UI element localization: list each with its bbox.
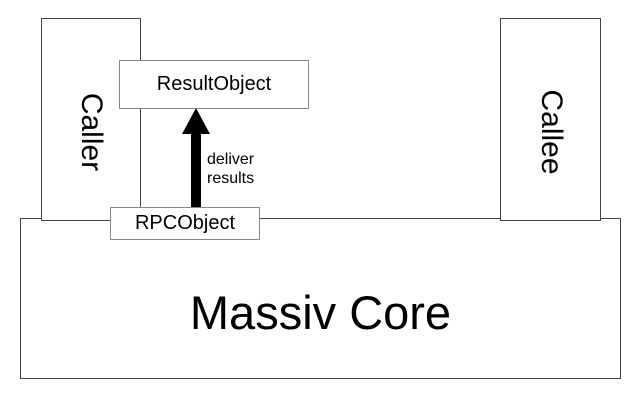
deliver-results-line2: results xyxy=(207,170,255,187)
callee-box: Callee xyxy=(500,18,601,221)
arrow-shaft xyxy=(191,132,201,212)
caller-label: Caller xyxy=(75,92,108,171)
result-object-box: ResultObject xyxy=(119,60,309,109)
caller-box: Caller xyxy=(41,18,141,221)
deliver-results-line1: deliver xyxy=(207,151,255,168)
callee-label: Callee xyxy=(534,89,568,175)
deliver-results-label: deliver results xyxy=(207,150,254,188)
massiv-core-label: Massiv Core xyxy=(189,286,452,339)
deliver-results-arrow xyxy=(182,108,210,212)
massiv-core-box: Massiv Core xyxy=(20,218,621,379)
arrow-head xyxy=(182,108,210,134)
result-object-label: ResultObject xyxy=(156,73,272,95)
rpc-object-label: RPCObject xyxy=(134,212,236,234)
rpc-object-box: RPCObject xyxy=(110,207,260,240)
